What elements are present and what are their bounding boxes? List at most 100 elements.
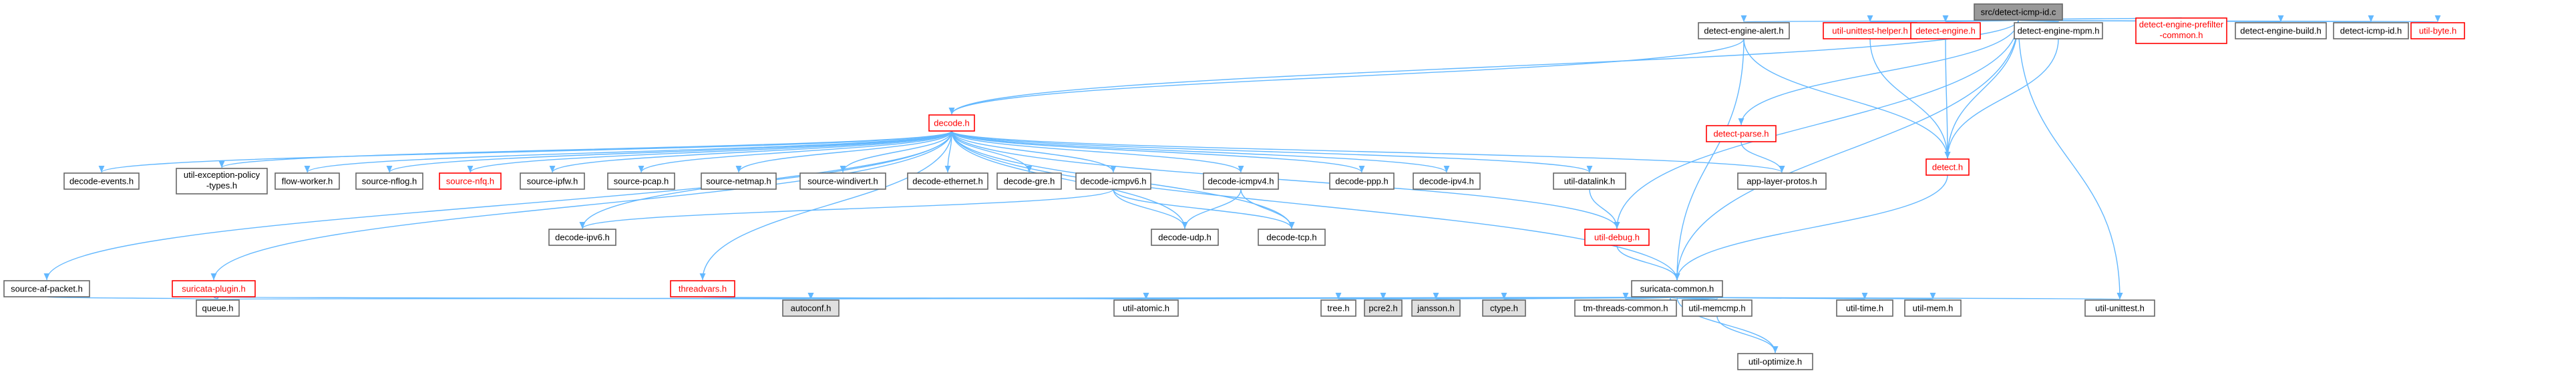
- node-source-windivert[interactable]: source-windivert.h: [799, 172, 886, 190]
- node-ctype[interactable]: ctype.h: [1482, 299, 1526, 317]
- edge-decode-h-to-decode-events: [98, 130, 952, 173]
- node-box: [1823, 22, 1917, 39]
- node-detect-h[interactable]: detect.h: [1925, 158, 1970, 176]
- node-util-unittest[interactable]: util-unittest.h: [2084, 299, 2155, 317]
- node-label: ctype.h: [1490, 303, 1518, 313]
- node-box: [2235, 22, 2327, 39]
- node-box: [1682, 299, 1753, 317]
- node-decode-icmpv4[interactable]: decode-icmpv4.h: [1203, 172, 1279, 190]
- node-source-netmap[interactable]: source-netmap.h: [701, 172, 777, 190]
- node-suricata-plugin[interactable]: suricata-plugin.h: [172, 280, 256, 297]
- node-util-time[interactable]: util-time.h: [1836, 299, 1893, 317]
- node-box: [1413, 172, 1481, 190]
- node-util-memcmp[interactable]: util-memcmp.h: [1682, 299, 1753, 317]
- node-label: util-byte.h: [2419, 26, 2456, 36]
- node-detect-engine[interactable]: detect-engine.h: [1910, 22, 1981, 39]
- node-box: [3, 280, 90, 297]
- node-jansson[interactable]: jansson.h: [1411, 299, 1461, 317]
- node-tree-h[interactable]: tree.h: [1320, 299, 1356, 317]
- edge-util-datalink-to-util-debug: [1589, 188, 1620, 229]
- node-tm-threads-common[interactable]: tm-threads-common.h: [1574, 299, 1677, 317]
- node-threadvars[interactable]: threadvars.h: [670, 280, 735, 297]
- edge-suricata-common-to-util-optimize: [1676, 296, 1779, 354]
- node-box: [1482, 299, 1526, 317]
- node-box: [1706, 125, 1777, 142]
- node-box: [1203, 172, 1279, 190]
- node-source-ipfw[interactable]: source-ipfw.h: [520, 172, 585, 190]
- node-source-af-packet[interactable]: source-af-packet.h: [3, 280, 90, 297]
- node-detect-icmp-id-h[interactable]: detect-icmp-id.h: [2333, 22, 2409, 39]
- node-util-exception[interactable]: util-exception-policy-types.h: [176, 168, 268, 195]
- node-box: [2084, 299, 2155, 317]
- node-source-nflog[interactable]: source-nflog.h: [355, 172, 423, 190]
- node-queue-h[interactable]: queue.h: [196, 299, 240, 317]
- node-box: [355, 172, 423, 190]
- node-detect-engine-alert[interactable]: detect-engine-alert.h: [1698, 22, 1790, 39]
- edge-decode-h-to-source-af-packet: [43, 130, 952, 281]
- node-label: detect-engine.h: [1915, 26, 1976, 36]
- node-label: detect-engine-build.h: [2240, 26, 2321, 36]
- node-decode-tcp[interactable]: decode-tcp.h: [1258, 229, 1326, 246]
- edge-decode-h-to-source-windivert: [840, 130, 952, 173]
- node-box: [1329, 172, 1395, 190]
- node-util-datalink[interactable]: util-datalink.h: [1553, 172, 1626, 190]
- node-label: decode-gre.h: [1004, 176, 1055, 186]
- node-decode-events[interactable]: decode-events.h: [63, 172, 140, 190]
- node-label: tree.h: [1327, 303, 1349, 313]
- node-util-unittest-helper[interactable]: util-unittest-helper.h: [1823, 22, 1917, 39]
- edge-decode-h-to-decode-ipv4: [951, 130, 1450, 173]
- node-label: util-memcmp.h: [1688, 303, 1745, 313]
- node-box: [1584, 229, 1650, 246]
- node-util-byte[interactable]: util-byte.h: [2410, 22, 2465, 39]
- node-decode-ppp[interactable]: decode-ppp.h: [1329, 172, 1395, 190]
- node-source-pcap[interactable]: source-pcap.h: [607, 172, 675, 190]
- node-decode-udp[interactable]: decode-udp.h: [1151, 229, 1219, 246]
- node-box: [1075, 172, 1151, 190]
- node-source-nfq[interactable]: source-nfq.h: [439, 172, 502, 190]
- node-label: util-time.h: [1846, 303, 1883, 313]
- edge-root-to-util-unittest: [2018, 19, 2123, 300]
- node-label: util-unittest.h: [2095, 303, 2145, 313]
- node-box: [1925, 158, 1970, 176]
- node-suricata-common[interactable]: suricata-common.h: [1631, 280, 1723, 297]
- node-detect-engine-build[interactable]: detect-engine-build.h: [2235, 22, 2327, 39]
- node-util-optimize[interactable]: util-optimize.h: [1737, 353, 1813, 370]
- node-label: decode-icmpv6.h: [1081, 176, 1147, 186]
- node-label: decode-udp.h: [1158, 233, 1212, 243]
- node-box: [1151, 229, 1219, 246]
- node-label: pcre2.h: [1368, 303, 1397, 313]
- node-util-atomic[interactable]: util-atomic.h: [1113, 299, 1179, 317]
- edge-decode-h-to-flow-worker: [304, 130, 952, 173]
- node-root[interactable]: src/detect-icmp-id.c: [1974, 3, 2063, 21]
- node-box: [176, 168, 268, 195]
- edge-decode-h-to-decode-gre: [951, 130, 1033, 173]
- node-autoconf[interactable]: autoconf.h: [782, 299, 840, 317]
- node-decode-ipv4[interactable]: decode-ipv4.h: [1413, 172, 1481, 190]
- node-util-mem[interactable]: util-mem.h: [1904, 299, 1962, 317]
- node-decode-ethernet[interactable]: decode-ethernet.h: [907, 172, 988, 190]
- node-flow-worker[interactable]: flow-worker.h: [274, 172, 340, 190]
- edge-root-to-detect-h: [1944, 19, 2019, 159]
- node-app-layer-protos[interactable]: app-layer-protos.h: [1737, 172, 1827, 190]
- node-decode-h[interactable]: decode.h: [928, 114, 975, 132]
- node-label: source-af-packet.h: [11, 284, 83, 294]
- edge-util-debug-to-suricata-common: [1616, 245, 1680, 281]
- edge-decode-h-to-threadvars: [699, 130, 952, 281]
- node-box: [196, 299, 240, 317]
- edge-decode-icmpv6-to-decode-udp: [1113, 188, 1188, 229]
- node-decode-icmpv6[interactable]: decode-icmpv6.h: [1075, 172, 1151, 190]
- node-decode-gre[interactable]: decode-gre.h: [996, 172, 1062, 190]
- node-prefilter-common[interactable]: detect-engine-prefilter-common.h: [2135, 17, 2227, 44]
- node-label: util-exception-policy: [184, 170, 260, 180]
- node-detect-engine-mpm[interactable]: detect-engine-mpm.h: [2014, 22, 2103, 39]
- node-detect-parse[interactable]: detect-parse.h: [1706, 125, 1777, 142]
- edge-decode-h-to-decode-icmpv4: [951, 130, 1244, 173]
- node-pcre2[interactable]: pcre2.h: [1364, 299, 1403, 317]
- edge-decode-h-to-source-pcap: [638, 130, 952, 173]
- node-box: [1836, 299, 1893, 317]
- node-decode-ipv6[interactable]: decode-ipv6.h: [548, 229, 616, 246]
- node-util-debug[interactable]: util-debug.h: [1584, 229, 1650, 246]
- node-label: threadvars.h: [679, 284, 727, 294]
- node-label: decode-ethernet.h: [912, 176, 983, 186]
